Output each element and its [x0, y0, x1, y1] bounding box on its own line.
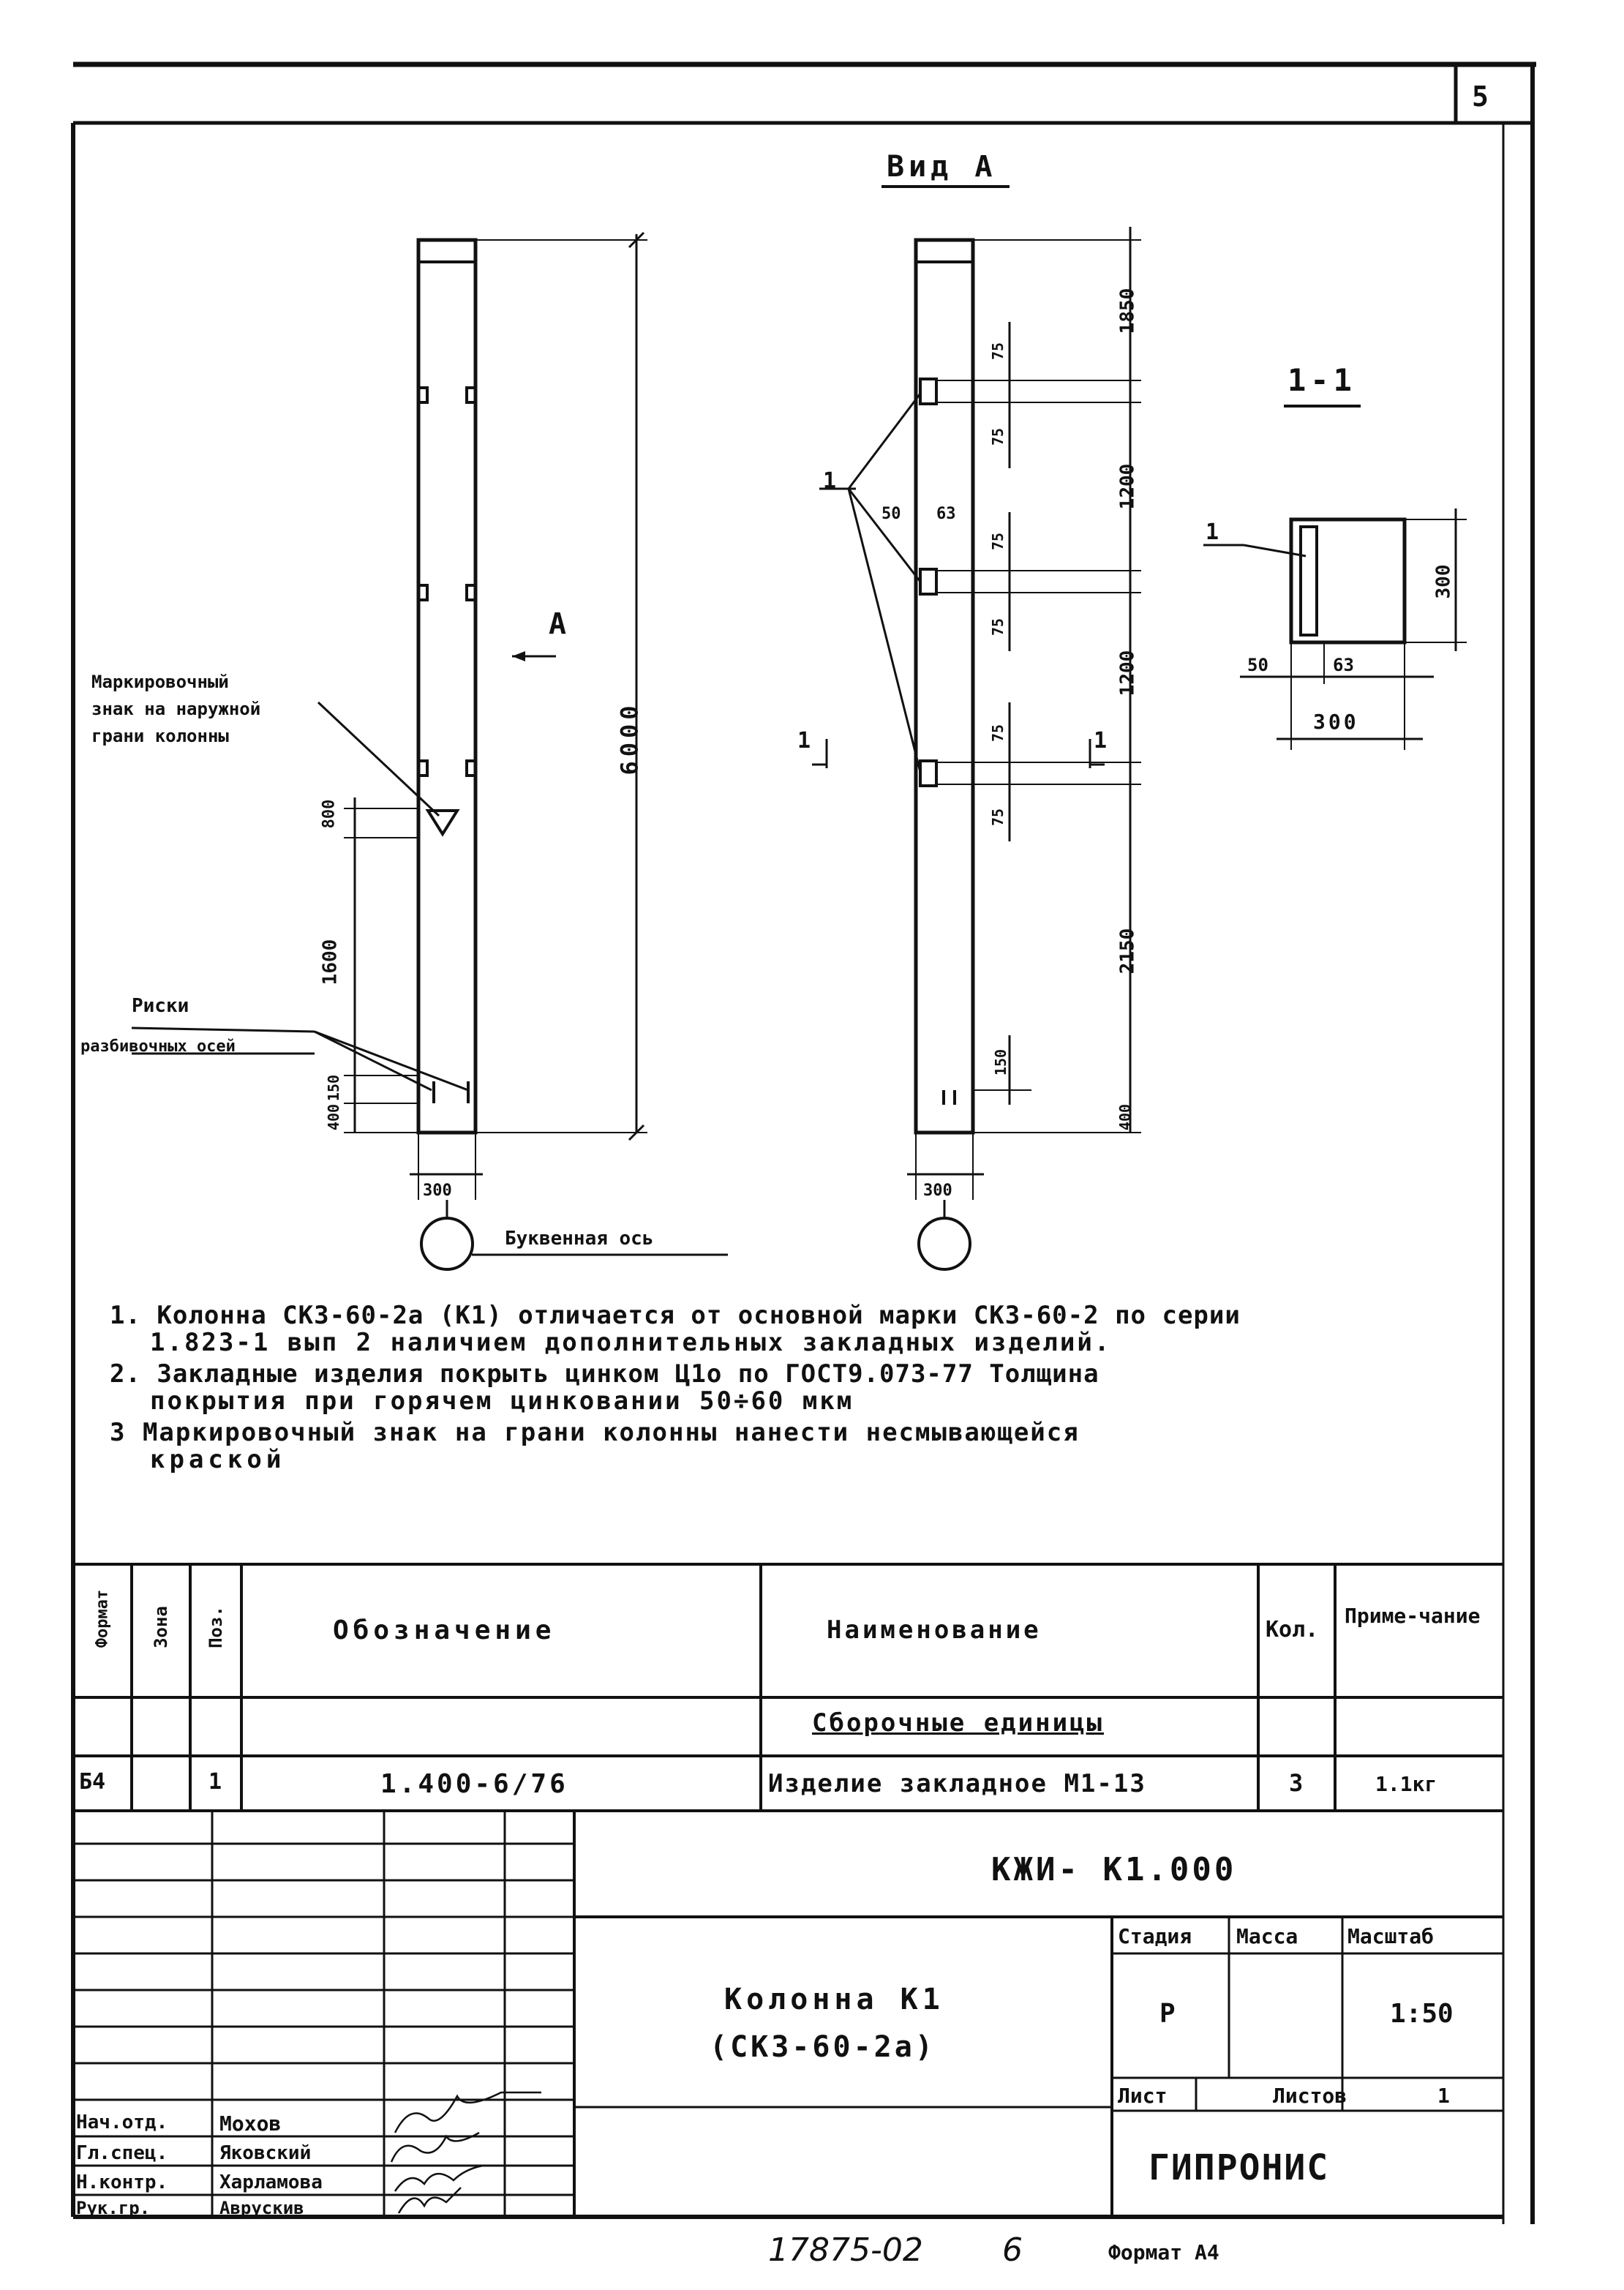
dim-300-left: 300 [423, 1182, 452, 1200]
title-line-1: Колонна К1 [724, 1983, 944, 2016]
mass-label: Масса [1236, 1924, 1298, 1948]
dim-75-a: 75 [989, 342, 1007, 361]
row-designation: 1.400-6/76 [380, 1769, 568, 1799]
staff-name-2: Яковский [219, 2142, 312, 2164]
section-title: 1-1 [1287, 362, 1356, 398]
risks-title: Риски [132, 995, 189, 1017]
format-label: Формат А4 [1108, 2240, 1219, 2264]
note-3-line-1: 3 Маркировочный знак на грани колонны на… [110, 1418, 1080, 1447]
view-title: Вид А [887, 150, 997, 184]
dim-75-e: 75 [989, 724, 1007, 743]
note-3-line-2: краской [150, 1445, 286, 1474]
dim-1200-b: 1200 [1116, 650, 1139, 697]
staff-name-3: Харламова [219, 2171, 323, 2193]
row-name: Изделие закладное М1-13 [768, 1769, 1146, 1798]
dim-300-section-w: 300 [1313, 710, 1359, 734]
view-arrow-label: А [549, 607, 567, 641]
letter-axis-label: Буквенная ось [505, 1228, 654, 1250]
section-mark-right: 1 [1094, 728, 1108, 754]
section-callout: 1 [1206, 519, 1219, 545]
stage-value: Р [1159, 1999, 1176, 2029]
header-pos: Поз. [206, 1606, 226, 1648]
signatures [390, 2091, 541, 2214]
header-qty: Кол. [1266, 1617, 1319, 1643]
marker-sign-label-2: знак на наружной [91, 699, 261, 719]
section-mark-left: 1 [797, 728, 811, 754]
staff-role-3: Н.контр. [76, 2171, 168, 2193]
staff-name-1: Мохов [219, 2111, 282, 2136]
organization: ГИПРОНИС [1149, 2147, 1330, 2188]
sheets-label: Листов [1273, 2084, 1347, 2108]
row-qty: 3 [1289, 1769, 1304, 1797]
dim-75-b: 75 [989, 427, 1007, 446]
document-code: КЖИ- К1.000 [991, 1851, 1237, 1888]
row-format: Б4 [79, 1769, 106, 1795]
staff-role-1: Нач.отд. [76, 2111, 168, 2133]
scale-value: 1:50 [1390, 1999, 1454, 2029]
dim-1200-a: 1200 [1116, 463, 1139, 510]
dim-6000: 6000 [615, 701, 644, 776]
sheets-value: 1 [1437, 2084, 1450, 2108]
header-name: Наименование [827, 1615, 1042, 1645]
stage-label: Стадия [1118, 1924, 1192, 1948]
dim-50-section: 50 [1247, 655, 1268, 675]
row-note: 1.1кг [1375, 1772, 1437, 1796]
header-designation: Обозначение [333, 1615, 556, 1645]
header-zone: Зона [151, 1606, 171, 1648]
dim-150-right: 150 [992, 1048, 1010, 1076]
callout-1: 1 [823, 468, 837, 494]
archive-number: 17875-02 [768, 2231, 923, 2269]
dim-300-section-h: 300 [1432, 564, 1455, 599]
dim-63-right: 63 [936, 505, 956, 523]
staff-name-4: Аврускив [219, 2198, 304, 2218]
scale-label: Масштаб [1347, 1924, 1435, 1948]
sheet-index: 6 [1002, 2231, 1023, 2269]
note-2-line-2: покрытия при горячем цинковании 50÷60 мк… [150, 1386, 854, 1416]
dim-75-d: 75 [989, 617, 1007, 637]
note-1-line-2: 1.823-1 вып 2 наличием дополнительных за… [150, 1328, 1112, 1357]
title-line-2: (СКЗ-60-2а) [710, 2030, 936, 2064]
staff-role-2: Гл.спец. [76, 2142, 168, 2164]
section-row-label: Сборочные единицы [812, 1708, 1104, 1738]
dim-75-c: 75 [989, 532, 1007, 551]
staff-role-4: Рук.гр. [76, 2198, 151, 2218]
risks-subtitle: разбивочных осей [80, 1037, 236, 1056]
dim-300-right: 300 [923, 1182, 952, 1200]
dim-150-left: 150 [325, 1074, 343, 1102]
dim-400-left: 400 [325, 1103, 343, 1131]
header-format: Формат [93, 1589, 112, 1648]
dim-800: 800 [320, 799, 339, 829]
dim-400-right: 400 [1116, 1103, 1135, 1131]
note-2-line-1: 2. Закладные изделия покрыть цинком Ц1о … [110, 1359, 1099, 1389]
header-note: Приме-чание [1345, 1604, 1481, 1628]
dim-1600: 1600 [319, 939, 342, 986]
sheet-label: Лист [1118, 2084, 1168, 2108]
dim-75-f: 75 [989, 808, 1007, 827]
dim-1850: 1850 [1116, 288, 1139, 334]
marker-sign-label-3: грани колонны [91, 726, 229, 746]
note-1-line-1: 1. Колонна СКЗ-60-2а (К1) отличается от … [110, 1301, 1241, 1330]
dim-63-section: 63 [1333, 655, 1354, 675]
dim-2150: 2150 [1116, 928, 1139, 975]
dim-50-right: 50 [881, 505, 901, 523]
page-number: 5 [1472, 80, 1489, 113]
marker-sign-label-1: Маркировочный [91, 672, 229, 692]
row-pos: 1 [208, 1769, 222, 1795]
